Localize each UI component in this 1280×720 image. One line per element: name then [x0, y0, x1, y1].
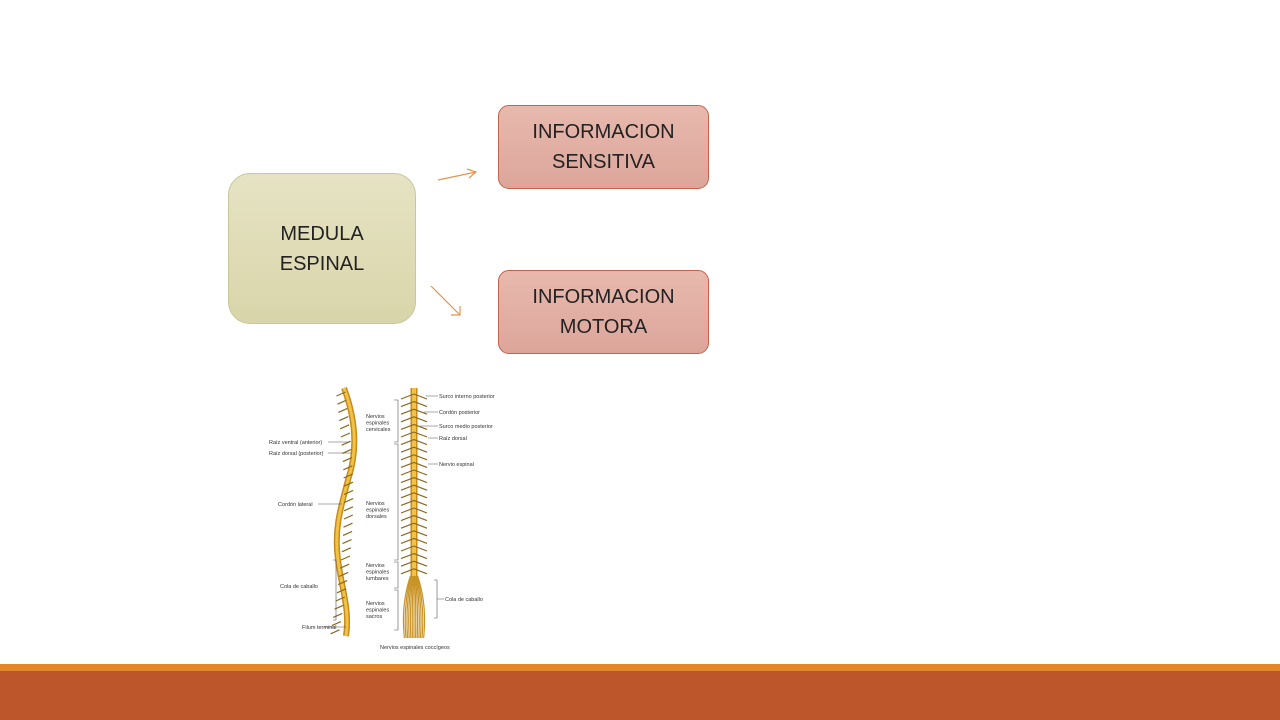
label-nervio-espinal: Nervio espinal: [439, 462, 474, 468]
arrow-to-sensitiva: [437, 171, 477, 181]
label-coccigeos: Nervios espinales coccígeos: [380, 645, 450, 651]
label-cordon-posterior: Cordón posterior: [439, 410, 480, 416]
label-cordon-lateral: Cordón lateral: [278, 502, 313, 508]
label-raiz-dorsal-posterior: Raíz dorsal (posterior): [269, 451, 324, 457]
node-medula-espinal: MEDULA ESPINAL: [228, 173, 416, 324]
label-raiz-dorsal: Raíz dorsal: [439, 436, 467, 442]
label-cola-caballo-right: Cola de caballo: [445, 597, 483, 603]
footer-accent-bar: [0, 664, 1280, 671]
label-filum-terminal: Filum terminal: [302, 625, 337, 631]
label-surco-interno: Surco interno posterior: [439, 394, 495, 400]
arrow-to-motora: [430, 285, 461, 316]
label-surco-medio: Surco medio posterior: [439, 424, 493, 430]
footer-bar: [0, 671, 1280, 720]
label-raiz-ventral: Raíz ventral (anterior): [269, 440, 322, 446]
node-informacion-motora: INFORMACION MOTORA: [498, 270, 709, 354]
spinal-cord-illustration: Raíz ventral (anterior) Raíz dorsal (pos…: [269, 386, 495, 651]
node-informacion-sensitiva: INFORMACION SENSITIVA: [498, 105, 709, 189]
connector-arrows: [430, 168, 478, 316]
label-cola-caballo-left: Cola de caballo: [280, 584, 318, 590]
